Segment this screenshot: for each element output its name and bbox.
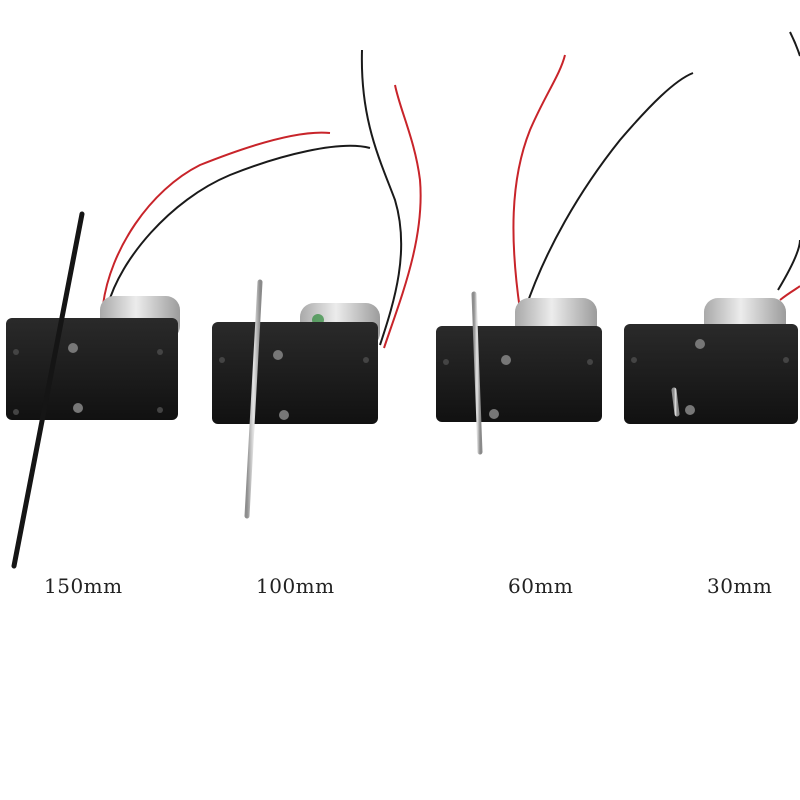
screw [695, 339, 705, 349]
red-wire [512, 54, 566, 311]
length-label-60mm: 60mm [508, 574, 574, 598]
red-wire [383, 84, 422, 349]
gearbox-housing [436, 326, 602, 422]
red-wire [779, 285, 800, 301]
length-label-150mm: 150mm [44, 574, 123, 598]
screw [273, 350, 283, 360]
gearbox-housing [624, 324, 798, 424]
screw [501, 355, 511, 365]
output-shaft-steel [671, 387, 680, 417]
gearbox-housing [212, 322, 378, 424]
red-wire [102, 131, 331, 306]
output-shaft-steel [244, 279, 263, 519]
output-shaft-steel [471, 291, 483, 455]
black-wire [524, 72, 694, 311]
black-wire [777, 239, 800, 291]
gear-motor-60mm [436, 54, 694, 455]
screw [685, 405, 695, 415]
gear-motor-30mm [624, 31, 800, 424]
gear-motor-150mm [6, 131, 371, 569]
length-label-30mm: 30mm [707, 574, 773, 598]
gear-motor-100mm [212, 49, 422, 519]
length-label-100mm: 100mm [256, 574, 335, 598]
black-wire [107, 144, 371, 306]
black-wire [360, 49, 403, 346]
output-shaft-black [11, 211, 85, 569]
screw [279, 410, 289, 420]
screw [73, 403, 83, 413]
screw [68, 343, 78, 353]
black-wire [789, 31, 800, 57]
screw [489, 409, 499, 419]
gearbox-housing [6, 318, 178, 420]
